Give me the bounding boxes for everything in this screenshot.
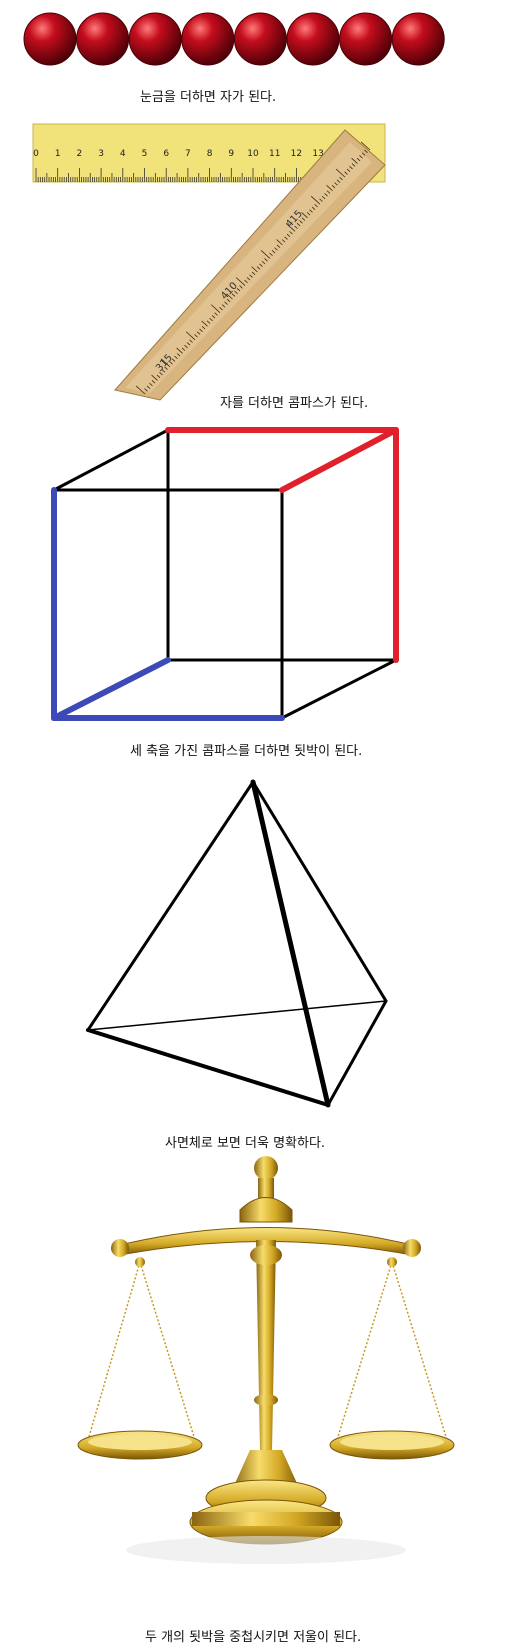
scale-panel: 두 개의 됫박을 중첩시키면 저울이 된다. — [0, 1150, 532, 1647]
caption-cube: 세 축을 가진 콤파스를 더하면 됫박이 된다. — [130, 744, 363, 759]
beads-row — [23, 12, 445, 66]
bead — [286, 12, 340, 66]
bead — [339, 12, 393, 66]
bead — [76, 12, 130, 66]
cube-blue-edges — [51, 487, 285, 721]
beam-end-right — [403, 1239, 421, 1257]
ruler-tick-label: 6 — [163, 149, 169, 159]
cube-black-edges — [52, 428, 398, 720]
ruler-tick-label: 1 — [55, 149, 61, 159]
caption-tetra: 사면체로 보면 더욱 명확하다. — [165, 1136, 326, 1151]
ruler-tick-label: 4 — [120, 149, 126, 159]
bead — [233, 12, 287, 66]
ruler-tick-label: 5 — [142, 149, 148, 159]
cube-illustration — [51, 427, 399, 721]
scale-shadow — [126, 1536, 406, 1564]
scale-chains — [87, 1261, 448, 1441]
ruler-tick-label: 10 — [247, 149, 259, 159]
ruler-tick-label: 11 — [269, 149, 280, 159]
finial-top — [254, 1156, 278, 1180]
ruler-tick-label: 9 — [228, 149, 234, 159]
ruler-tick-label: 2 — [77, 149, 83, 159]
scale-column — [256, 1240, 276, 1450]
caption-ruler: 자를 더하면 콤파스가 된다. — [220, 396, 369, 411]
ruler-tick-label: 3 — [98, 149, 104, 159]
tetrahedron-edges — [86, 779, 388, 1108]
ruler-tick-label: 7 — [185, 149, 191, 159]
caption-beads: 눈금을 더하면 자가 된다. — [140, 90, 277, 105]
tetrahedron-illustration — [86, 779, 388, 1108]
pivot-cap — [239, 1197, 293, 1223]
beam-end-left — [111, 1239, 129, 1257]
caption-scale: 두 개의 됫박을 중첩시키면 저울이 된다. — [145, 1630, 362, 1645]
balance-scale-illustration — [77, 1156, 455, 1564]
ruler-tick-label: 13 — [312, 149, 323, 159]
bead-group — [23, 12, 445, 66]
bead — [23, 12, 77, 66]
bead — [391, 12, 445, 66]
ruler-tick-label: 0 — [33, 149, 39, 159]
ruler-tick-label: 12 — [291, 149, 302, 159]
angled-ruler: 315 410 415 — [114, 129, 386, 401]
tetra-panel: 사면체로 보면 더욱 명확하다. — [0, 765, 532, 1151]
ruler-ticks — [35, 168, 319, 182]
bead — [128, 12, 182, 66]
cube-panel: 세 축을 가진 콤파스를 더하면 됫박이 된다. — [0, 415, 532, 760]
beads-panel: 눈금을 더하면 자가 된다. — [0, 0, 532, 110]
ruler-tick-label: 8 — [207, 149, 213, 159]
cube-red-edges — [165, 427, 399, 663]
bead — [181, 12, 235, 66]
